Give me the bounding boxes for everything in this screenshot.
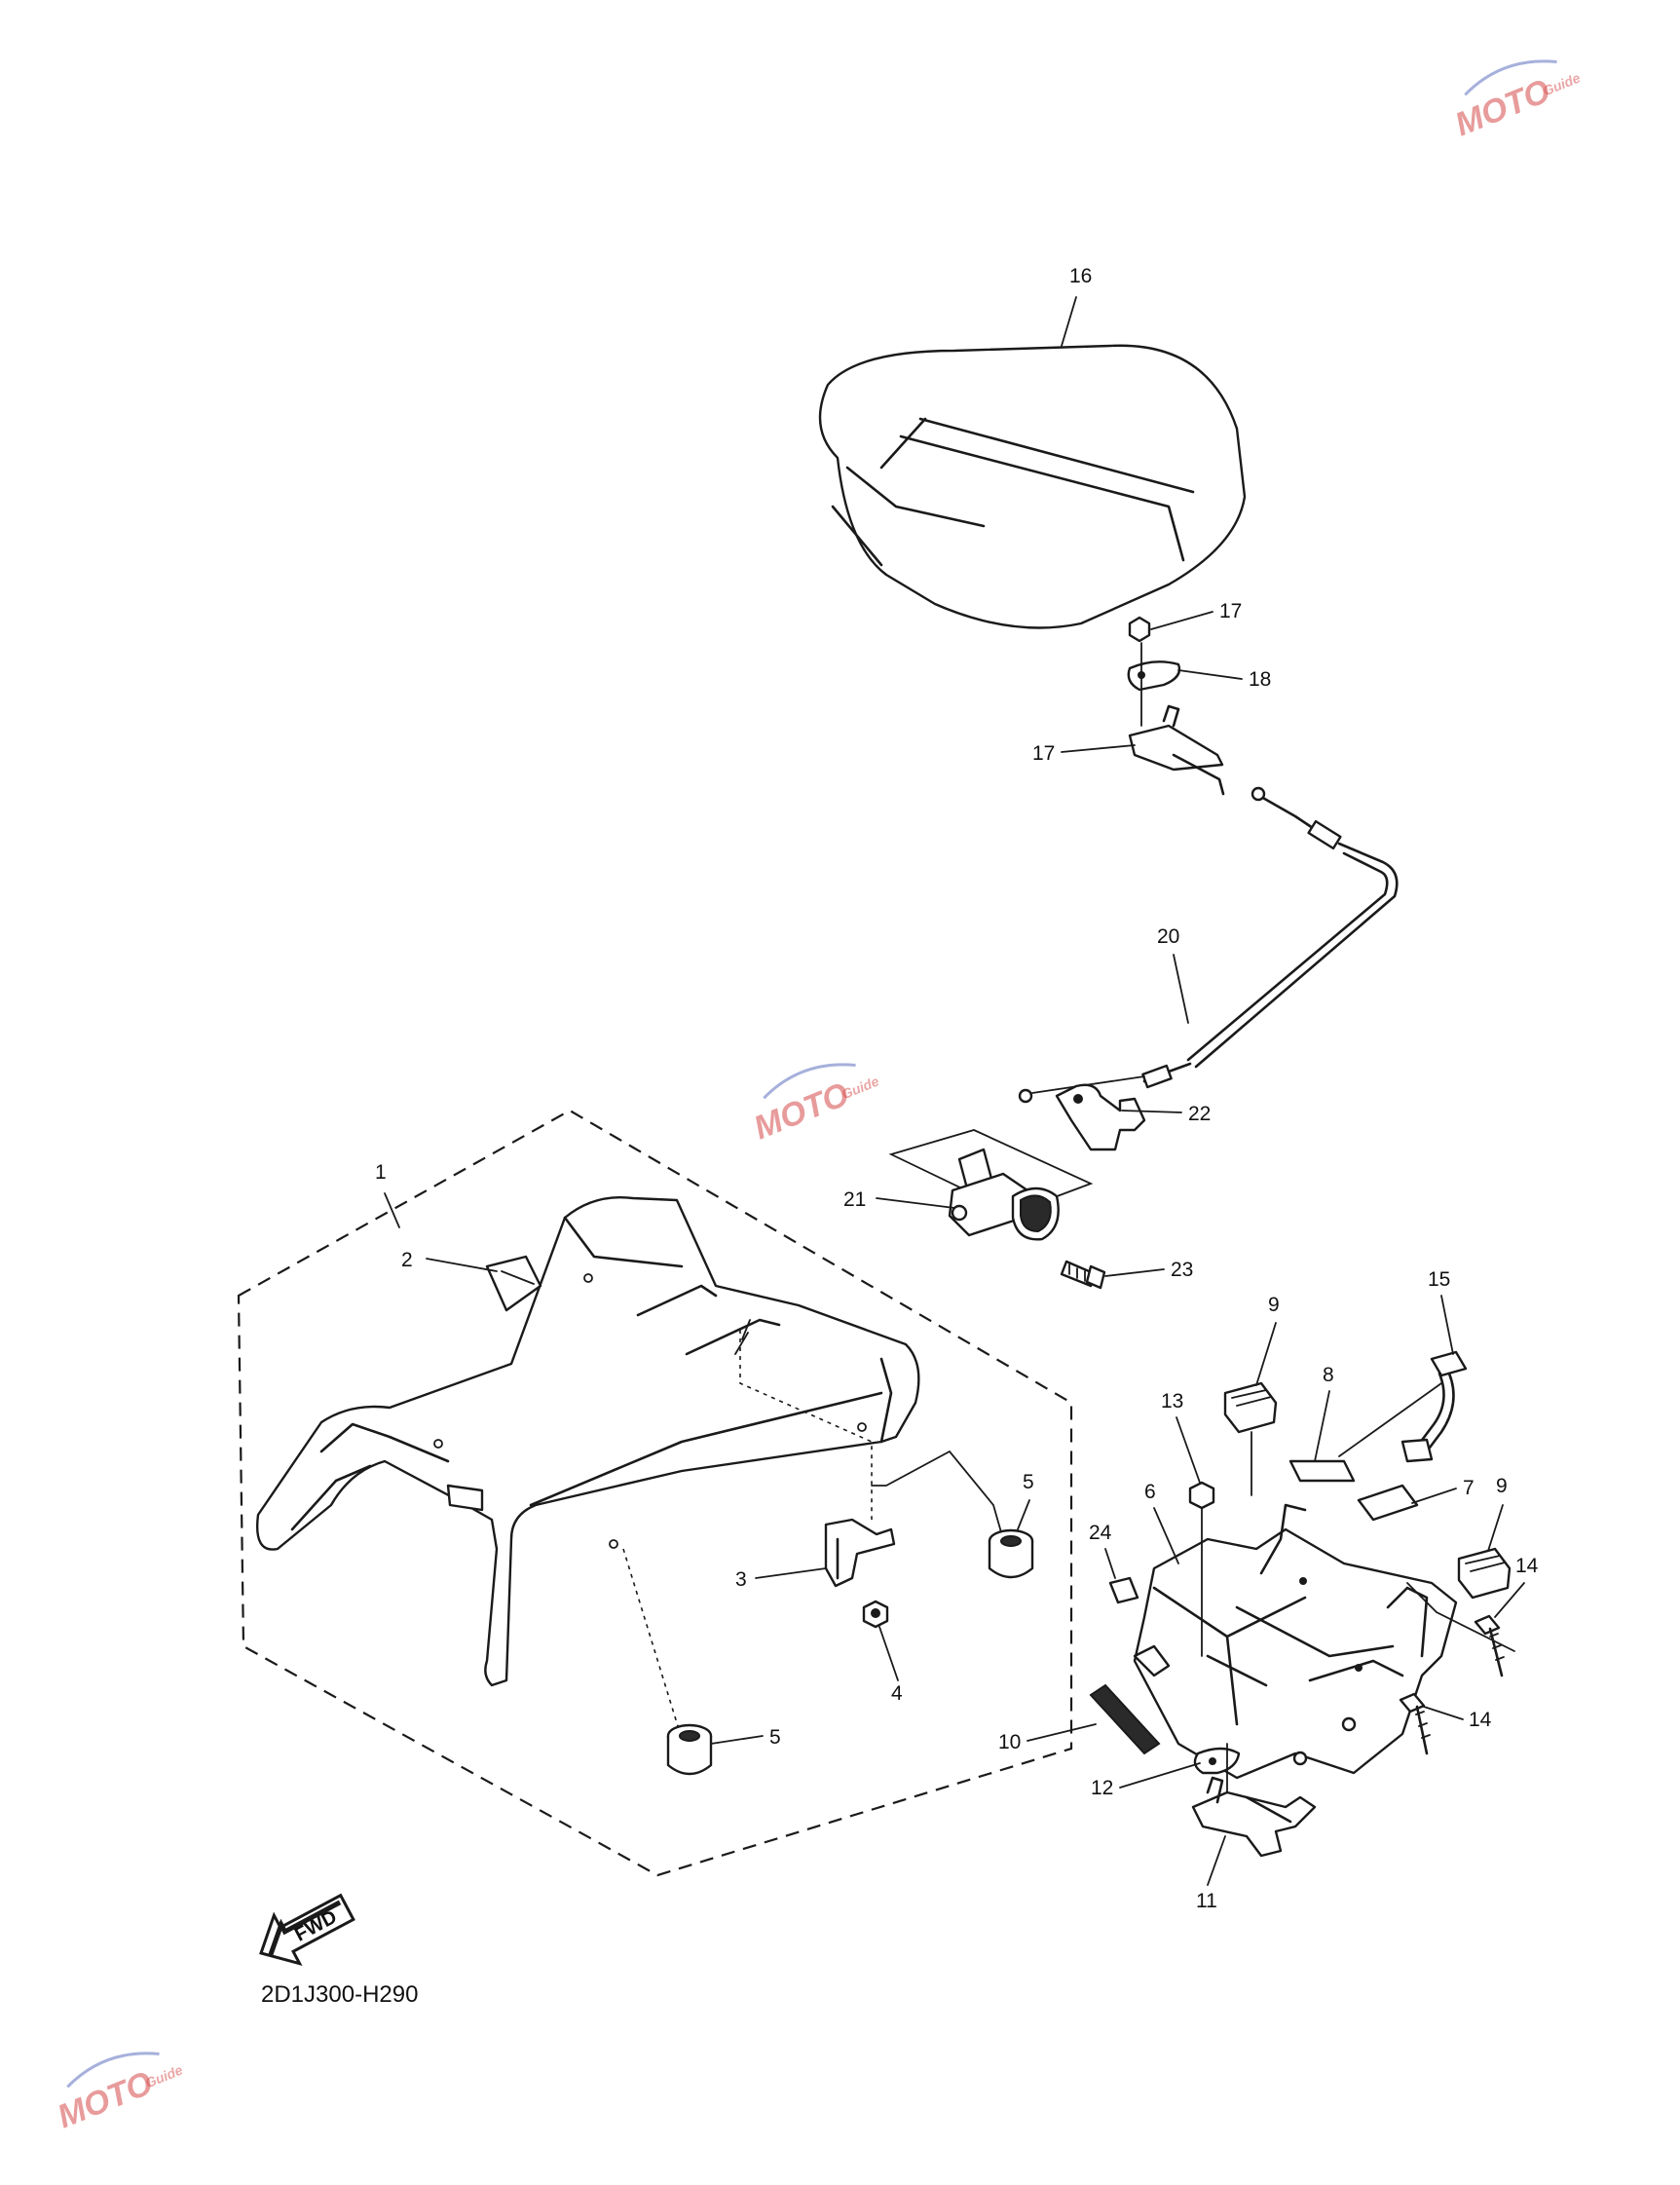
callout-1: 1 <box>375 1161 387 1184</box>
watermark-middle: MOTO Guide <box>749 1063 881 1147</box>
rear-seat <box>818 344 1247 629</box>
seat-lock <box>888 1129 1094 1241</box>
strap-band <box>1338 1350 1468 1463</box>
callout-18: 18 <box>1249 668 1271 691</box>
watermark-tagline: Guide <box>840 1073 881 1102</box>
callout-22: 22 <box>1188 1103 1211 1125</box>
callout-2: 2 <box>401 1249 413 1271</box>
callout-16: 16 <box>1069 265 1092 287</box>
seat-catch <box>1191 1743 1317 1858</box>
watermark-tagline: Guide <box>1541 69 1583 98</box>
diagram-code: 2D1J300-H290 <box>261 1981 418 2008</box>
watermark-bottom-left: MOTO Guide <box>53 2052 185 2135</box>
callout-8: 8 <box>1323 1364 1334 1386</box>
cowl-stay <box>824 1518 896 1588</box>
cable-guide-bracket <box>1055 1083 1146 1151</box>
callout-10: 10 <box>998 1731 1021 1753</box>
callout-23: 23 <box>1171 1259 1193 1281</box>
callout-14-lower: 14 <box>1469 1709 1492 1731</box>
strip-8 <box>1288 1459 1356 1483</box>
damper-lower <box>666 1723 713 1776</box>
callout-13: 13 <box>1161 1390 1183 1413</box>
callout-9-upper: 9 <box>1268 1294 1280 1316</box>
bolt-14-lower <box>1399 1692 1431 1755</box>
callout-19: 17 <box>1219 600 1242 622</box>
watermark-brand: MOTO <box>749 1075 854 1147</box>
callout-11: 11 <box>1196 1890 1217 1912</box>
callout-5-lower: 5 <box>769 1726 781 1749</box>
bracket-nut <box>1188 1481 1215 1657</box>
block-24 <box>1108 1576 1139 1604</box>
damper-upper <box>988 1528 1034 1579</box>
callout-9-right: 9 <box>1496 1475 1508 1497</box>
callout-15: 15 <box>1428 1268 1450 1291</box>
pad-right <box>1457 1547 1512 1600</box>
strip-7 <box>1357 1484 1419 1522</box>
seat-lock-cable <box>1018 786 1399 1104</box>
callout-20: 20 <box>1157 925 1179 948</box>
stay-nut <box>862 1600 889 1629</box>
callout-17: 17 <box>1032 742 1055 765</box>
watermark-brand: MOTO <box>1450 72 1555 143</box>
pad-upper <box>1223 1381 1278 1496</box>
leader-lines <box>384 296 1525 1886</box>
seat-cowl-kit-boundary <box>237 1109 1073 1877</box>
tape-strip <box>1089 1683 1161 1755</box>
callout-14-upper: 14 <box>1515 1555 1539 1577</box>
callout-5-upper: 5 <box>1023 1471 1034 1493</box>
callout-21: 21 <box>843 1188 866 1211</box>
bolt-14-upper <box>1474 1614 1505 1677</box>
seat-lock-hook-assembly <box>1127 616 1225 796</box>
lock-bolt <box>1060 1260 1106 1290</box>
watermark-top-right: MOTO Guide <box>1450 59 1583 143</box>
cowl-emblem <box>485 1255 542 1312</box>
watermark-tagline: Guide <box>143 2061 185 2091</box>
callout-labels: 16 17 18 17 20 22 21 23 1 2 3 4 5 5 6 7 … <box>375 265 1539 1912</box>
callout-4: 4 <box>891 1682 903 1705</box>
callout-6: 6 <box>1144 1481 1156 1503</box>
callout-3: 3 <box>735 1568 747 1591</box>
callout-12: 12 <box>1091 1777 1113 1799</box>
seat-bracket <box>1133 1503 1458 1780</box>
callout-7: 7 <box>1463 1477 1475 1499</box>
watermark-brand: MOTO <box>53 2064 158 2135</box>
callout-24: 24 <box>1089 1522 1112 1544</box>
forward-arrow-icon: FWD <box>259 1893 355 1966</box>
seat-cowl <box>256 1196 920 1687</box>
